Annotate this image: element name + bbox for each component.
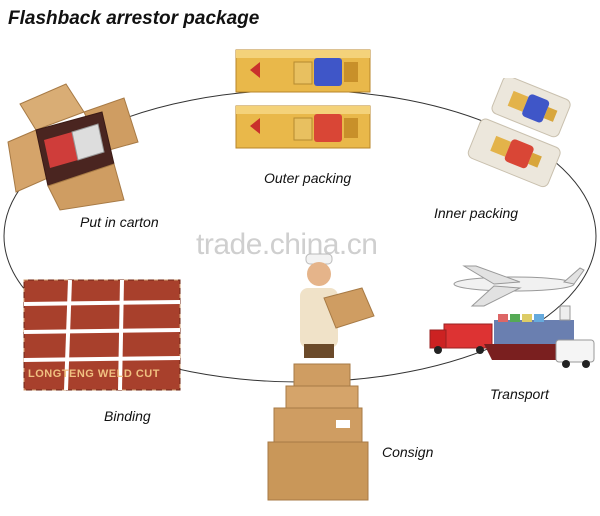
caption-binding: Binding	[104, 408, 151, 424]
caption-put-in-carton: Put in carton	[80, 214, 159, 230]
truck-icon	[429, 323, 493, 354]
bundle-print-text: LONGTENG WELD CUT	[28, 368, 160, 380]
caption-consign: Consign	[382, 444, 434, 460]
page-title: Flashback arrestor package	[8, 8, 260, 29]
transport-image	[429, 265, 595, 368]
outer-packing-image	[235, 49, 371, 149]
van-icon	[555, 339, 595, 368]
caption-inner-packing: Inner packing	[434, 205, 519, 221]
caption-transport: Transport	[490, 386, 549, 402]
airplane-icon	[453, 265, 585, 307]
consign-image	[267, 253, 375, 501]
watermark-text: trade.china.cn	[196, 228, 378, 261]
caption-outer-packing: Outer packing	[264, 170, 352, 186]
inner-packing-image	[467, 78, 571, 188]
binding-image: LONGTENG WELD CUT	[20, 276, 186, 396]
put-in-carton-image	[7, 83, 139, 211]
